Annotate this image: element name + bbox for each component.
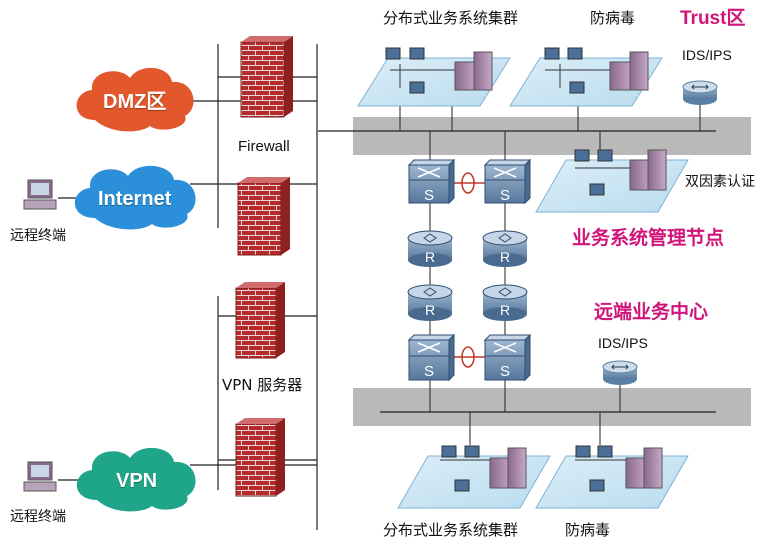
switch-letter: S bbox=[500, 363, 510, 380]
router-letter: R bbox=[425, 249, 435, 265]
remote-terminal-1-label: 远程终端 bbox=[10, 228, 66, 244]
internet-cloud-label: Internet bbox=[98, 188, 172, 210]
switch-letter: S bbox=[424, 363, 434, 380]
lower-backbone bbox=[353, 388, 751, 426]
auth-platform bbox=[535, 149, 689, 213]
dmz-cloud-label: DMZ区 bbox=[103, 91, 167, 113]
firewall-icon bbox=[237, 177, 290, 256]
switch-icon bbox=[483, 158, 532, 205]
ids-top-label: IDS/IPS bbox=[682, 47, 732, 63]
workstation-icon bbox=[23, 461, 57, 492]
upper-backbone bbox=[353, 117, 751, 155]
remote-terminal-2-label: 远程终端 bbox=[10, 509, 66, 525]
switch-icon bbox=[407, 333, 456, 382]
router-letter: R bbox=[500, 302, 510, 318]
cluster-platform-top-right bbox=[509, 47, 663, 107]
cluster-platform-bottom-right bbox=[535, 445, 689, 509]
router-icon bbox=[482, 230, 528, 267]
cluster-platform-bottom-left bbox=[397, 445, 551, 509]
cluster-bottom-label: 分布式业务系统集群 bbox=[383, 521, 519, 539]
router-letter: R bbox=[500, 249, 510, 265]
router-icon bbox=[407, 230, 453, 267]
ids-sensor-icon bbox=[682, 80, 718, 105]
firewall-icon bbox=[235, 282, 285, 359]
firewall-label: Firewall bbox=[238, 138, 290, 155]
cloud-icon bbox=[74, 165, 196, 230]
vpn-server-label: VPN 服务器 bbox=[222, 376, 303, 394]
switch-icon bbox=[483, 333, 532, 382]
cluster-top-label: 分布式业务系统集群 bbox=[383, 9, 519, 27]
switch-letter: S bbox=[500, 187, 510, 204]
ids-sensor-icon bbox=[602, 360, 638, 385]
switch-icon bbox=[407, 158, 456, 205]
mgmt-node-label: 业务系统管理节点 bbox=[572, 227, 725, 249]
firewall-icon bbox=[240, 36, 293, 118]
firewall-icon bbox=[235, 418, 285, 497]
router-icon bbox=[482, 284, 528, 321]
cluster-platform-top-left bbox=[357, 47, 511, 107]
antivirus-top-label: 防病毒 bbox=[590, 9, 636, 27]
vpn-cloud-label: VPN bbox=[116, 470, 158, 492]
workstation-icon bbox=[23, 179, 57, 210]
ids-bottom-label: IDS/IPS bbox=[598, 335, 648, 351]
cloud-icon bbox=[76, 67, 194, 132]
antivirus-bottom-label: 防病毒 bbox=[565, 521, 611, 539]
router-letter: R bbox=[425, 302, 435, 318]
trust-zone-label: Trust区 bbox=[680, 8, 746, 29]
router-icon bbox=[407, 284, 453, 321]
cloud-icon bbox=[76, 447, 196, 512]
two-factor-label: 双因素认证 bbox=[685, 174, 755, 190]
switch-letter: S bbox=[424, 187, 434, 204]
remote-center-label: 远端业务中心 bbox=[594, 301, 709, 323]
